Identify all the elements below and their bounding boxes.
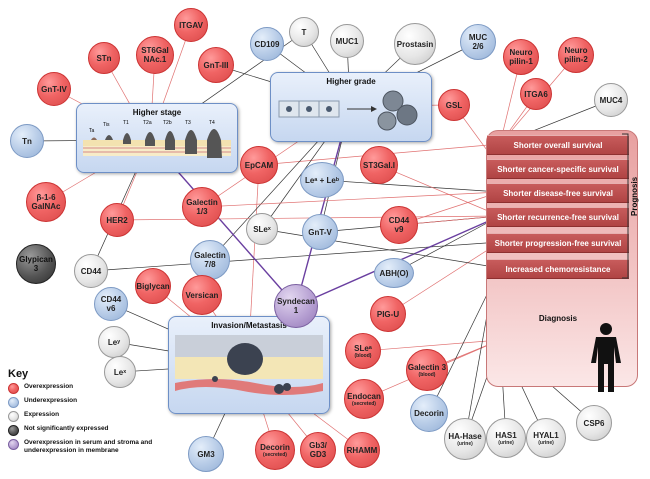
node-hyal1: HYAL1(urine) [526, 418, 566, 458]
prognosis-bracket [622, 133, 629, 279]
legend-title: Key [8, 368, 29, 380]
node-galectin13: Galectin 1/3 [182, 187, 222, 227]
legend: Key Overexpression Underexpression Expre… [8, 368, 198, 458]
overexpression-swatch [8, 383, 19, 394]
node-gb3-gd3: Gb3/ GD3 [300, 432, 336, 468]
node-prostasin: Prostasin [394, 23, 436, 65]
node-versican: Versican [182, 275, 222, 315]
link-slea [362, 339, 501, 352]
stage-t2b: T2b [163, 120, 172, 126]
legend-item-overexpression: Overexpression [8, 383, 198, 394]
node-muc26: MUC 2/6 [460, 24, 496, 60]
node-t: T [289, 17, 319, 47]
row-disease-free-survival: Shorter disease-free survival [487, 183, 629, 203]
legend-item-underexpression: Underexpression [8, 397, 198, 408]
row-cancer-specific-survival: Shorter cancer-specific survival [487, 159, 629, 179]
underexpression-swatch [8, 397, 19, 408]
stage-t1: T1 [123, 120, 129, 126]
node-galectin3: Galectin 3(blood) [406, 349, 448, 391]
mixed-expression-swatch [8, 439, 19, 450]
node-galectin78: Galectin 7/8 [190, 240, 230, 280]
node-her2: HER2 [100, 203, 134, 237]
higher-grade-title: Higher grade [326, 77, 376, 86]
link-galectin13 [201, 191, 501, 208]
node-epcam: EpCAM [240, 146, 278, 184]
legend-item-not-significant: Not significantly expressed [8, 425, 198, 436]
row-chemoresistance: Increased chemoresistance [487, 259, 629, 279]
node-slea: SLeᵃ(blood) [345, 333, 381, 369]
node-b16galnac: β-1-6 GalNAc [26, 182, 66, 222]
bladder-stage-illustration: Ta Tis T1 T2a T2b T3 T4 [83, 120, 231, 158]
node-pig-u: PIG-U [370, 296, 406, 332]
node-ley: Leʸ [98, 326, 130, 358]
node-cd44: CD44 [74, 254, 108, 288]
link-cd44 [90, 241, 501, 272]
node-stn: STn [88, 42, 120, 74]
node-tn: Tn [10, 124, 44, 158]
node-decorin-secreted: Decorin(secreted) [255, 430, 295, 470]
legend-item-mixed: Overexpression in serum and stroma and u… [8, 439, 198, 455]
link-lea-leb [321, 179, 501, 193]
node-biglycan: Biglycan [135, 268, 171, 304]
invasion-panel: Invasion/Metastasis [168, 316, 330, 414]
node-cd109: CD109 [250, 27, 284, 61]
node-cd44v6: CD44 v6 [94, 287, 128, 321]
node-muc4: MUC4 [594, 83, 628, 117]
node-neuropilin2: Neuro pilin-2 [558, 37, 594, 73]
node-csp6: CSP6 [576, 405, 612, 441]
prognosis-label: Prognosis [630, 176, 639, 216]
node-syndecan1: Syndecan 1 [274, 284, 318, 328]
link-pig-u [387, 241, 501, 315]
link-slex [261, 228, 501, 269]
node-lea-leb: Leᵃ + Leᵇ [300, 162, 344, 198]
cell-grade-illustration [278, 90, 418, 131]
higher-stage-panel: Higher stage Ta Tis T1 T2a T2b T3 T4 [76, 103, 238, 173]
node-endocan: Endocan(secreted) [344, 379, 384, 419]
node-itgav: ITGAV [174, 8, 208, 42]
expression-swatch [8, 411, 19, 422]
node-muc1: MUC1 [330, 24, 364, 58]
node-gnt-v: GnT-V [302, 214, 338, 250]
invasion-title: Invasion/Metastasis [211, 321, 287, 330]
diagnosis-label: Diagnosis [538, 314, 578, 323]
node-decorin-under: Decorin [410, 394, 448, 432]
node-gnt-iii: GnT-III [198, 47, 234, 83]
legend-item-expression: Expression [8, 411, 198, 422]
node-has1: HAS1(urine) [486, 418, 526, 458]
node-lex: Leˣ [104, 356, 136, 388]
row-overall-survival: Shorter overall survival [487, 135, 629, 155]
link-abh [393, 215, 501, 274]
row-progression-free-survival: Shorter progression-free survival [487, 233, 629, 253]
higher-stage-title: Higher stage [132, 108, 182, 117]
node-cd44v9: CD44 v9 [380, 206, 418, 244]
row-recurrence-free-survival: Shorter recurrence-free survival [487, 207, 629, 227]
stage-tis: Tis [103, 122, 110, 128]
higher-grade-panel: Higher grade [270, 72, 432, 142]
stage-t2a: T2a [143, 120, 152, 126]
node-gm3: GM3 [188, 436, 224, 472]
node-gsl: GSL [438, 89, 470, 121]
node-ha-hase: HA-Hase(urine) [444, 418, 486, 460]
node-neuropilin1: Neuro pilin-1 [503, 39, 539, 75]
node-st6galnac1: ST6Gal NAc.1 [136, 36, 174, 74]
node-gnt-iv: GnT-IV [37, 72, 71, 106]
node-st3gal1: ST3Gal.I [360, 146, 398, 184]
link-st3gal1 [378, 164, 501, 217]
node-slex: SLeˣ [246, 213, 278, 245]
node-glypican3: Glypican 3 [16, 244, 56, 284]
node-abh: ABH(O) [374, 258, 414, 288]
stage-ta: Ta [89, 128, 95, 134]
node-itga6: ITGA6 [520, 78, 552, 110]
invasion-illustration [175, 335, 323, 395]
stage-t3: T3 [185, 120, 191, 126]
stage-t4: T4 [209, 120, 215, 126]
node-rhamm: RHAMM [344, 432, 380, 468]
person-silhouette-icon [591, 323, 621, 392]
not-significant-swatch [8, 425, 19, 436]
